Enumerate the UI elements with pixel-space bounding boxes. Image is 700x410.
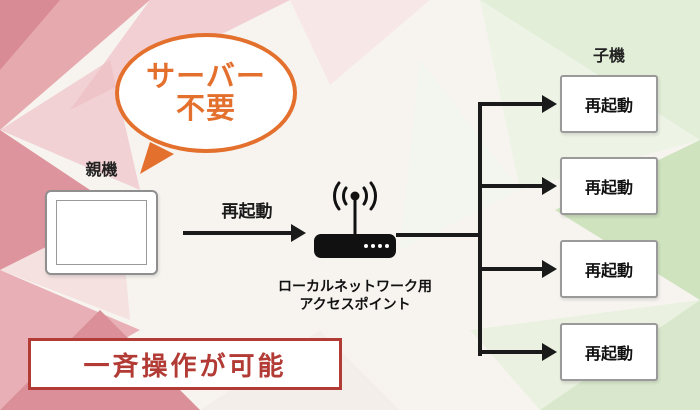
access-point-label: ローカルネットワーク用 アクセスポイント: [248, 277, 462, 313]
child-restart-box-3: 再起動: [560, 240, 658, 298]
simultaneous-operation-banner: 一斉操作が可能: [28, 338, 342, 390]
child-restart-box-4: 再起動: [560, 323, 658, 381]
banner-text: 一斉操作が可能: [83, 350, 287, 381]
arrowhead-icon: [291, 224, 306, 242]
arrow-to-child-1: [478, 95, 558, 113]
tablet-screen: [56, 200, 147, 265]
bubble-tail-icon: [140, 142, 174, 174]
access-point-label-line1: ローカルネットワーク用: [278, 278, 432, 294]
server-free-bubble: サーバー 不要: [115, 33, 297, 153]
arrowhead-icon: [542, 177, 557, 195]
bubble-text-line1: サーバー: [146, 60, 266, 93]
arrow-shaft: [478, 184, 542, 188]
arrowhead-icon: [542, 343, 557, 361]
arrow-shaft: [183, 231, 291, 235]
access-point-label-line2: アクセスポイント: [299, 296, 411, 313]
arrow-to-child-2: [478, 177, 558, 195]
line-ap-to-branch: [396, 233, 480, 237]
parent-device-label: 親機: [85, 162, 118, 179]
tablet-icon: [45, 190, 158, 275]
access-point-icon: [314, 181, 396, 258]
arrowhead-icon: [542, 95, 557, 113]
bubble-text-line2: 不要: [175, 93, 236, 125]
arrow-shaft: [478, 267, 542, 271]
arrow-shaft: [478, 102, 542, 106]
arrowhead-icon: [542, 260, 557, 278]
arrow-to-child-4: [478, 343, 558, 361]
child-devices-label: 子機: [592, 48, 625, 65]
arrow-shaft: [478, 350, 542, 354]
branch-vertical-line: [478, 102, 482, 356]
restart-arrow-label: 再起動: [221, 202, 273, 221]
arrow-parent-to-ap: [183, 224, 307, 242]
child-restart-box-1: 再起動: [560, 75, 658, 133]
child-restart-box-2: 再起動: [560, 157, 658, 215]
arrow-to-child-3: [478, 260, 558, 278]
